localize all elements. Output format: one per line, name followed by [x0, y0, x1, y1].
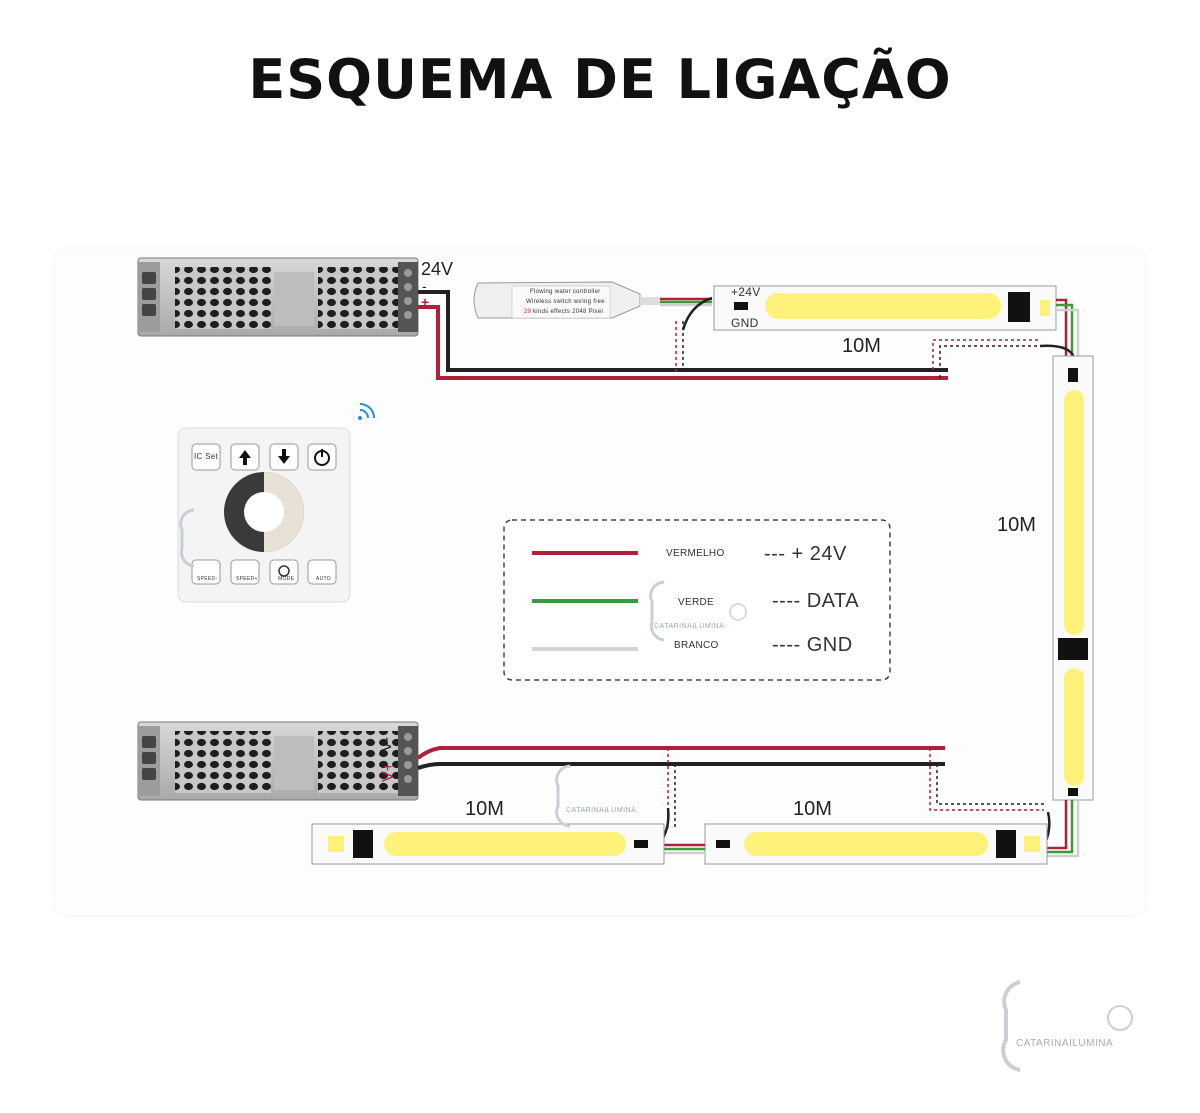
- led-strip-right: [1052, 355, 1094, 801]
- wall-remote-panel: [177, 427, 351, 603]
- length-label-bottom-left: 10M: [465, 798, 504, 820]
- watermark-text-corner: CATARINAILUMINA: [1016, 1038, 1114, 1049]
- remote-auto-label: AUTO: [316, 576, 331, 582]
- watermark-logo: [179, 508, 1133, 1072]
- psu-bottom-vminus-label: V-: [378, 736, 395, 752]
- power-supply-bottom: [137, 721, 419, 801]
- power-supply-top: [137, 257, 419, 337]
- page-title: ESQUEMA DE LIGAÇÃO: [248, 48, 952, 111]
- strip-top-plus-label: +24V: [731, 285, 761, 299]
- legend-value-red: --- + 24V: [764, 543, 847, 565]
- psu-bottom-vplus-label: V+: [380, 761, 397, 782]
- wire-between-bottom-strips: [660, 807, 705, 855]
- led-strip-bottom-right: [704, 823, 1048, 865]
- watermark-text-legend: CATARINAILUMINA: [654, 623, 725, 630]
- controller-line3-text: kinds effects 2048 Pixel: [533, 309, 604, 315]
- remote-speed-minus-label: SPEED-: [197, 576, 218, 582]
- legend-name-white: BRANCO: [674, 640, 719, 651]
- watermark-text-bottom: CATARINAILUMINA: [566, 807, 637, 814]
- wires-top-psu: [418, 290, 1040, 380]
- legend-box: [503, 519, 891, 681]
- controller-line1: Flowing water controller: [530, 289, 601, 295]
- legend-value-white: ---- GND: [772, 634, 853, 656]
- controller-line3-number: 20: [524, 309, 532, 315]
- controller-line2: Wireless switch wiring free: [526, 299, 605, 305]
- psu-top-minus-label: -: [422, 278, 427, 294]
- controller-wires: [660, 296, 713, 331]
- psu-top-plus-label: +: [421, 294, 430, 310]
- led-strip-bottom-left: [311, 823, 665, 865]
- psu-top-voltage-label: 24V: [421, 259, 454, 279]
- wires-bottom-psu: [416, 746, 1044, 828]
- wifi-icon: [358, 403, 375, 420]
- legend-value-green: ---- DATA: [772, 590, 860, 612]
- length-label-top: 10M: [842, 335, 881, 357]
- legend-name-red: VERMELHO: [666, 548, 725, 559]
- led-strip-top: [713, 285, 1057, 331]
- remote-ic-set-label: IC Set: [194, 452, 219, 461]
- legend-name-green: VERDE: [678, 597, 714, 608]
- remote-mode-label: MODE: [278, 576, 295, 582]
- strip-top-gnd-label: GND: [731, 316, 759, 330]
- length-label-right: 10M: [997, 514, 1036, 536]
- flowing-water-controller: [473, 281, 660, 319]
- wire-right-to-bottom: [1042, 800, 1080, 858]
- remote-speed-plus-label: SPEED+: [236, 576, 258, 582]
- length-label-bottom-right: 10M: [793, 798, 832, 820]
